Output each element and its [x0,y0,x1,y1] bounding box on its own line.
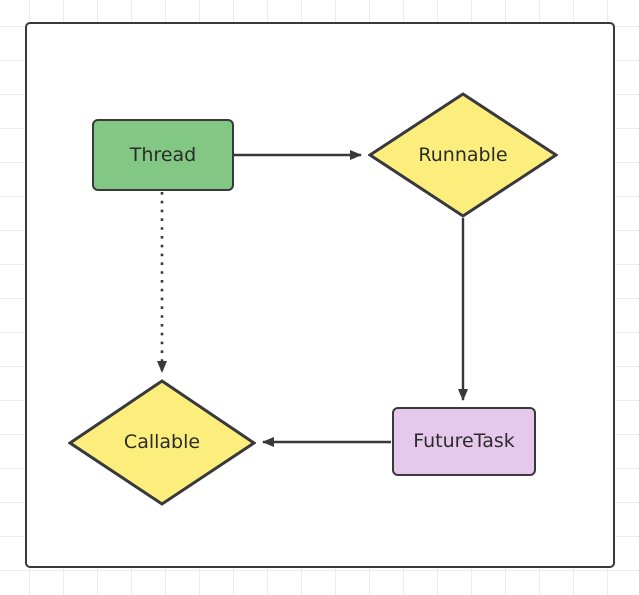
node-futuretask[interactable]: FutureTask [392,407,536,476]
node-callable[interactable]: Callable [68,379,256,506]
diamond-shape-runnable [368,92,558,218]
node-thread[interactable]: Thread [92,119,234,191]
diamond-shape-callable [68,379,256,506]
node-callable-label: Callable [123,431,201,453]
node-thread-label: Thread [129,143,197,166]
node-runnable-label: Runnable [418,143,508,166]
node-runnable[interactable]: Runnable [368,92,558,218]
node-futuretask-label: FutureTask [413,430,515,452]
